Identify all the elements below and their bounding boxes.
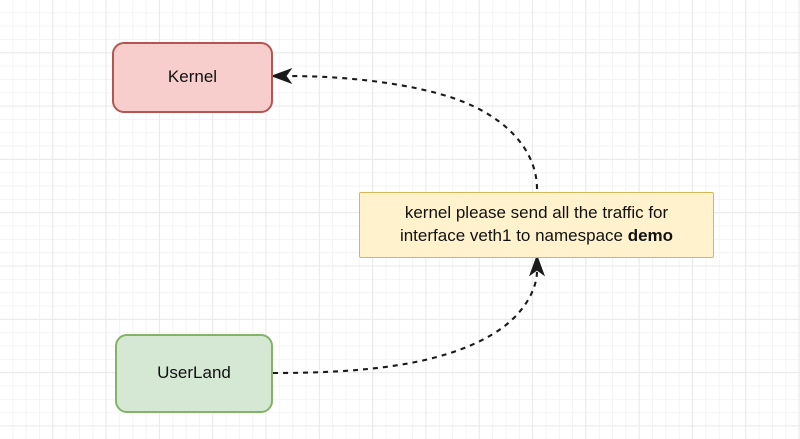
- node-userland[interactable]: UserLand: [115, 334, 273, 413]
- arrowhead-kernel: [270, 67, 293, 85]
- node-kernel[interactable]: Kernel: [112, 42, 273, 113]
- edge-userland-to-note[interactable]: [272, 254, 546, 375]
- note-line-1: kernel please send all the traffic for: [404, 203, 669, 223]
- node-kernel-label: Kernel: [167, 67, 218, 87]
- node-userland-label: UserLand: [157, 363, 231, 383]
- node-note-command[interactable]: kernel please send all the traffic for i…: [359, 192, 714, 258]
- note-line-2-emphasis: demo: [627, 226, 674, 245]
- arrowhead-note: [528, 254, 546, 277]
- edge-userland-to-note-path: [272, 270, 539, 375]
- note-text: kernel please send all the traffic for i…: [400, 202, 673, 248]
- edge-note-to-kernel-path: [287, 74, 539, 190]
- edge-note-to-kernel[interactable]: [270, 67, 539, 190]
- note-line-2-prefix: interface veth1 to namespace: [399, 226, 628, 245]
